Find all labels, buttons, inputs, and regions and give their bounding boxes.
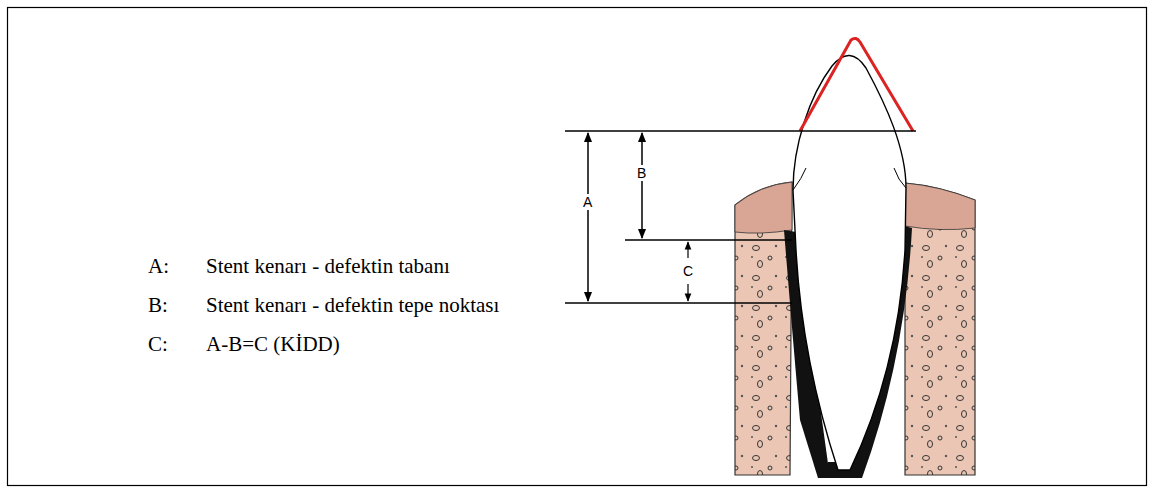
reference-line [565, 302, 792, 303]
reference-line [625, 239, 792, 240]
dimension-letter: B [636, 165, 647, 181]
dimension-letter: C [682, 263, 694, 279]
dimension-arrow [587, 133, 589, 301]
stent [800, 38, 913, 131]
legend-letter: A: [148, 256, 169, 277]
reference-line [565, 130, 916, 131]
dimension-arrow [687, 242, 688, 258]
frame [8, 8, 1147, 486]
bone-texture [735, 182, 792, 475]
tooth [793, 55, 906, 470]
legend-letter: B: [148, 295, 168, 316]
dimension-arrow [687, 284, 688, 301]
dimension-arrow [641, 133, 643, 238]
legend-text: A-B=C (KİDD) [206, 334, 340, 355]
legend-text: Stent kenarı - defektin tepe noktası [206, 295, 499, 316]
gingiva-right [905, 183, 975, 230]
legend-text: Stent kenarı - defektin tabanı [206, 256, 450, 277]
bone-right [905, 183, 975, 475]
cej-line [793, 168, 906, 190]
bone-left [735, 182, 792, 475]
dimension-letter: A [582, 194, 593, 210]
bone-texture [905, 183, 975, 475]
gingiva-left [735, 182, 792, 233]
legend-letter: C: [148, 334, 168, 355]
